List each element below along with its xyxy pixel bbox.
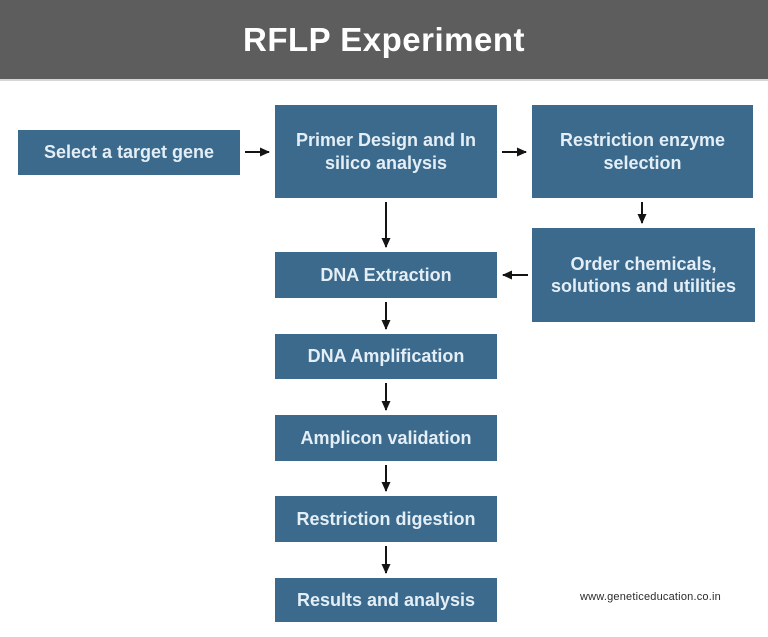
flow-node-results-and-analysis: Results and analysis <box>275 578 497 622</box>
flow-node-dna-amplification: DNA Amplification <box>275 334 497 379</box>
flow-node-select-target-gene: Select a target gene <box>18 130 240 175</box>
flow-node-restriction-digestion: Restriction digestion <box>275 496 497 542</box>
watermark-text: www.geneticeducation.co.in <box>580 591 721 603</box>
flow-node-restriction-enzyme-selection: Restriction enzyme selection <box>532 105 753 198</box>
page-title: RFLP Experiment <box>243 20 525 58</box>
header-bar: RFLP Experiment <box>0 0 768 81</box>
flow-node-order-chemicals: Order chemicals, solutions and utilities <box>532 228 755 322</box>
flow-node-dna-extraction: DNA Extraction <box>275 252 497 298</box>
flow-node-primer-design: Primer Design and In silico analysis <box>275 105 497 198</box>
flow-node-amplicon-validation: Amplicon validation <box>275 415 497 461</box>
